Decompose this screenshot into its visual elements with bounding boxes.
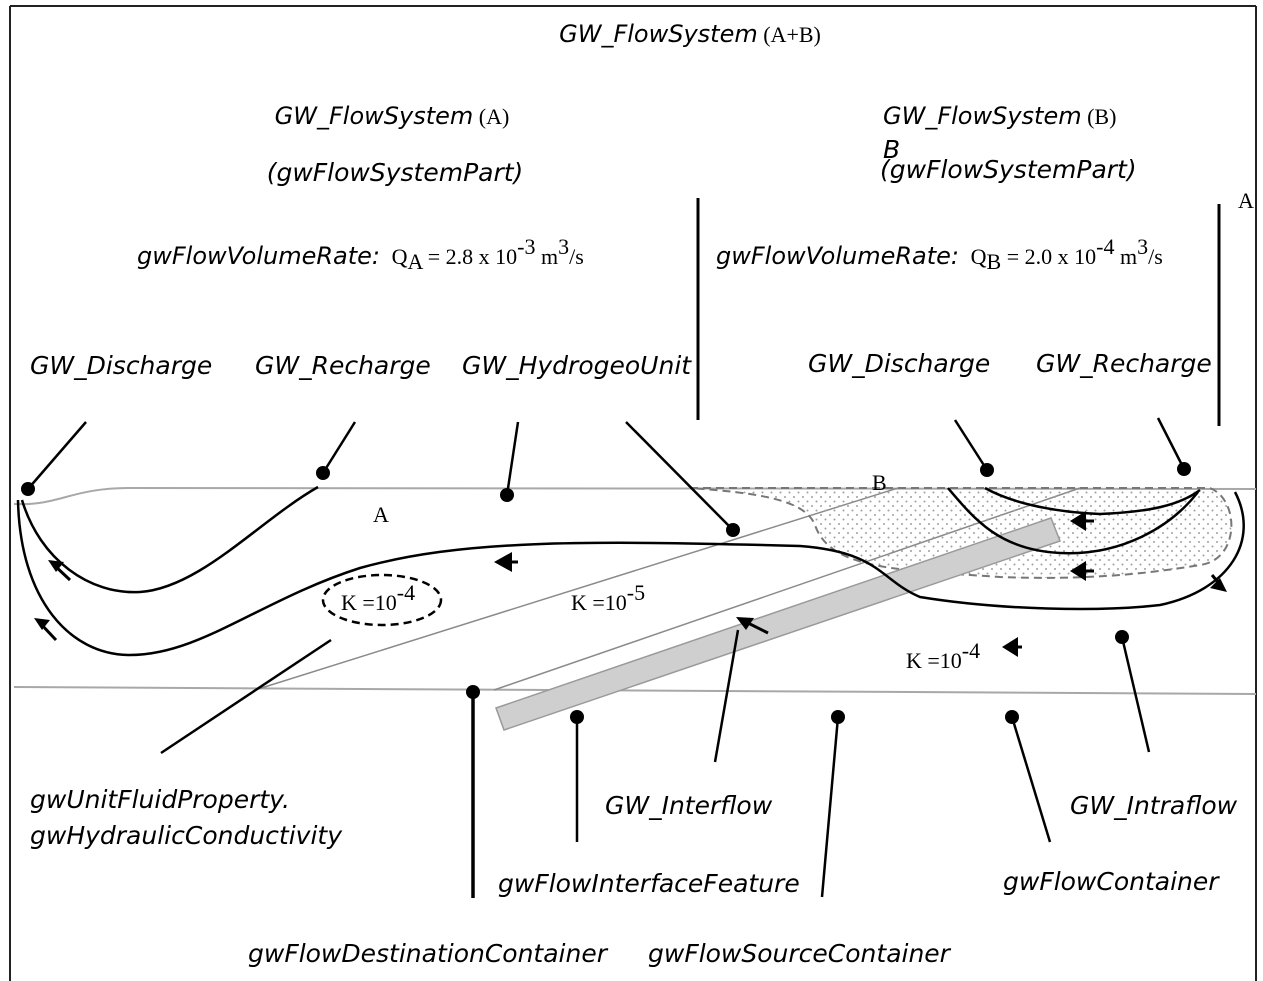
zone-letter-a: A: [373, 502, 389, 527]
leader-gw-recharge-a: [316, 421, 357, 480]
label-gw-recharge-b: GW_Recharge: [1036, 349, 1212, 378]
ground-surface-line: [13, 486, 1257, 506]
label-gw-hydrogeo-unit: GW_HydrogeoUnit: [462, 351, 692, 380]
top-title: GW_FlowSystem (A+B): [559, 20, 821, 48]
system-a-title: GW_FlowSystem (A): [275, 102, 510, 130]
leader-gw-recharge-b: [1156, 417, 1191, 476]
label-gw-intraflow: GW_Intraflow: [1070, 791, 1238, 820]
diagram-frame: [9, 5, 1257, 981]
system-b-part: (gwFlowSystemPart): [880, 155, 1137, 184]
label-gw-discharge-b: GW_Discharge: [808, 349, 990, 378]
label-flow-container: gwFlowContainer: [1003, 867, 1220, 896]
leader-gw-intraflow: [1115, 630, 1151, 753]
system-a-flow-rate: gwFlowVolumeRate: QA = 2.8 x 10-3 m3/s: [137, 234, 584, 274]
flow-system-b-zone: [689, 487, 1233, 579]
flow-interface-feature-bar: [495, 517, 1061, 731]
label-unit-fluid-property: gwUnitFluidProperty.: [30, 785, 290, 814]
flow-arrow-b-deep: [1070, 561, 1094, 581]
system-b-title: GW_FlowSystem (B): [883, 102, 1116, 130]
leader-gw-hydrogeo-unit: [500, 421, 520, 502]
system-a-part: (gwFlowSystemPart): [267, 158, 524, 187]
k-value-left: K =10-4: [341, 580, 415, 615]
unit-base-line: [13, 686, 1257, 695]
leader-interface-feature: [570, 710, 584, 842]
leader-source-container: [820, 710, 845, 898]
leader-gw-interflow: [713, 629, 740, 763]
leader-destination-container: [466, 685, 480, 898]
system-b-flow-rate: gwFlowVolumeRate: QB = 2.0 x 10-4 m3/s: [716, 234, 1163, 274]
leader-hydrogeo-unit-boundary: [625, 421, 740, 537]
leader-fluid-property: [160, 638, 332, 755]
label-hydraulic-conductivity: gwHydraulicConductivity: [30, 821, 343, 850]
flow-arrow-a-deep: [34, 618, 58, 642]
flow-arrow-lower-right: [1002, 637, 1022, 657]
unit-division-line-1: [254, 487, 899, 691]
flow-path-a-shallow: [20, 485, 319, 594]
flow-path-b-shallow: [984, 486, 1201, 516]
leader-flow-container: [1005, 710, 1052, 843]
label-flow-destination-container: gwFlowDestinationContainer: [248, 939, 609, 968]
flow-arrow-a-middle: [494, 552, 518, 572]
label-flow-source-container: gwFlowSourceContainer: [648, 939, 952, 968]
system-b-stray-letter: B: [883, 135, 900, 164]
flow-path-b-deep: [947, 487, 1199, 555]
flow-arrow-right-edge: [1210, 574, 1227, 592]
leader-gw-discharge-a: [21, 421, 87, 496]
k-value-middle: K =10-5: [571, 580, 645, 615]
zone-letter-b: B: [872, 470, 887, 495]
flow-arrow-interflow: [736, 617, 769, 635]
label-gw-recharge-a: GW_Recharge: [255, 351, 431, 380]
k-value-right: K =10-4: [906, 638, 980, 673]
flow-path-a-deep: [16, 491, 1245, 657]
flow-arrow-b-shallow: [1070, 511, 1094, 531]
label-gw-interflow: GW_Interflow: [605, 791, 773, 820]
label-flow-interface-feature: gwFlowInterfaceFeature: [498, 869, 800, 898]
leader-gw-discharge-b: [953, 419, 994, 477]
label-gw-discharge-a: GW_Discharge: [30, 351, 212, 380]
flow-arrow-a-shallow: [48, 560, 72, 582]
system-b-edge-letter: A: [1238, 188, 1254, 213]
k-highlight-ellipse: [321, 573, 443, 627]
